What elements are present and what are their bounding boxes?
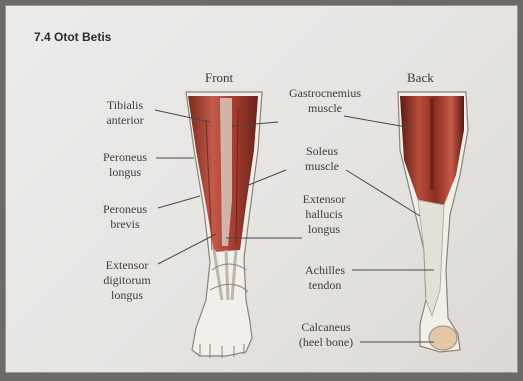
label-gastrocnemius-line1: Gastrocnemius bbox=[276, 86, 374, 101]
label-achilles-line2: tendon bbox=[294, 278, 356, 293]
label-peroneus-brevis-line1: Peroneus bbox=[94, 202, 156, 217]
label-tibialis-anterior-line1: Tibialis bbox=[96, 98, 154, 113]
label-soleus-line2: muscle bbox=[290, 159, 354, 174]
label-calcaneus-line1: Calcaneus bbox=[290, 320, 362, 335]
front-leg bbox=[186, 92, 262, 358]
label-extensor-digitorum-line2: digitorum bbox=[94, 273, 160, 288]
label-calcaneus: Calcaneus (heel bone) bbox=[290, 320, 362, 350]
label-calcaneus-line2: (heel bone) bbox=[290, 335, 362, 350]
label-peroneus-brevis: Peroneus brevis bbox=[94, 202, 156, 232]
label-soleus-muscle: Soleus muscle bbox=[290, 144, 354, 174]
label-peroneus-brevis-line2: brevis bbox=[94, 217, 156, 232]
back-leg bbox=[398, 92, 468, 352]
label-tibialis-anterior-line2: anterior bbox=[96, 113, 154, 128]
label-soleus-line1: Soleus bbox=[290, 144, 354, 159]
label-extensor-hallucis-longus: Extensor hallucis longus bbox=[292, 192, 356, 237]
label-gastrocnemius-muscle: Gastrocnemius muscle bbox=[276, 86, 374, 116]
label-extensor-hallucis-line2: hallucis bbox=[292, 207, 356, 222]
label-extensor-digitorum-longus: Extensor digitorum longus bbox=[94, 258, 160, 303]
label-extensor-hallucis-line1: Extensor bbox=[292, 192, 356, 207]
label-tibialis-anterior: Tibialis anterior bbox=[96, 98, 154, 128]
label-peroneus-longus: Peroneus longus bbox=[94, 150, 156, 180]
label-achilles-line1: Achilles bbox=[294, 263, 356, 278]
label-extensor-digitorum-line3: longus bbox=[94, 288, 160, 303]
label-extensor-hallucis-line3: longus bbox=[292, 222, 356, 237]
label-extensor-digitorum-line1: Extensor bbox=[94, 258, 160, 273]
label-gastrocnemius-line2: muscle bbox=[276, 101, 374, 116]
label-peroneus-longus-line1: Peroneus bbox=[94, 150, 156, 165]
label-peroneus-longus-line2: longus bbox=[94, 165, 156, 180]
label-achilles-tendon: Achilles tendon bbox=[294, 263, 356, 293]
